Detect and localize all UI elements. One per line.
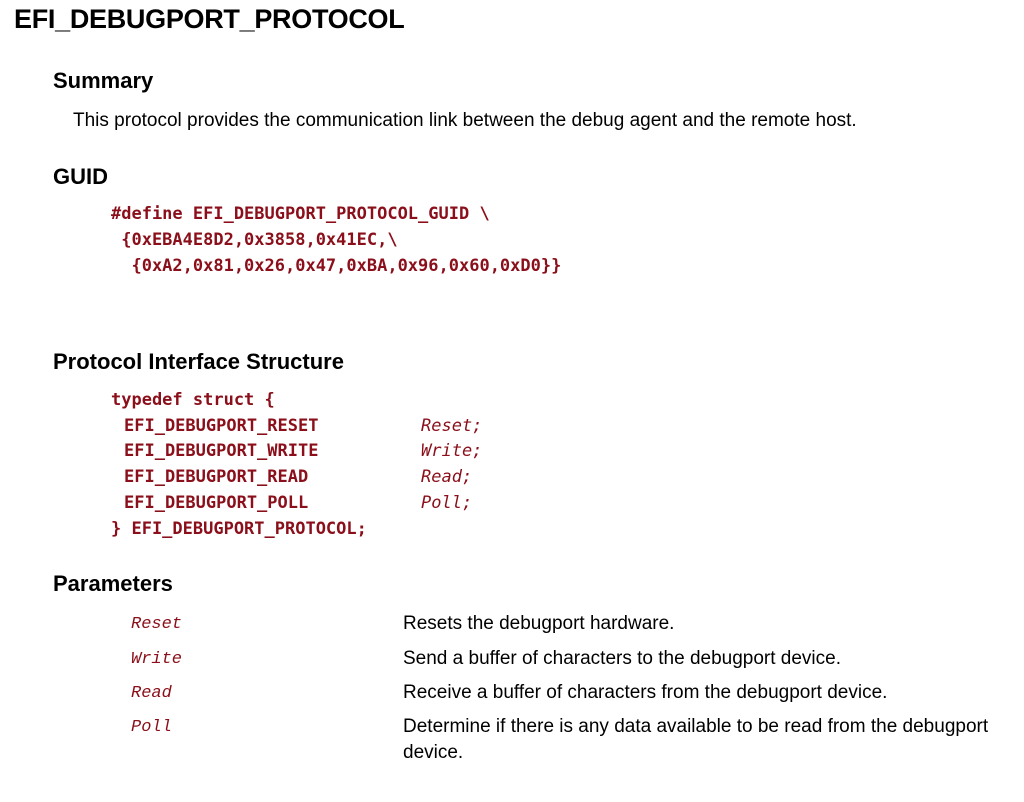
guid-code-line: {0xA2,0x81,0x26,0x47,0xBA,0x96,0x60,0xD0… <box>111 256 562 276</box>
parameter-description: Determine if there is any data available… <box>403 716 989 763</box>
guid-code-line: {0xEBA4E8D2,0x3858,0x41EC,\ <box>111 230 398 250</box>
member-type: EFI_DEBUGPORT_WRITE <box>124 441 319 461</box>
struct-open-line: typedef struct { <box>111 390 275 410</box>
summary-heading: Summary <box>53 68 154 93</box>
parameter-name: Reset <box>131 615 183 634</box>
member-type: EFI_DEBUGPORT_POLL <box>124 493 309 513</box>
page-title: EFI_DEBUGPORT_PROTOCOL <box>14 4 405 34</box>
parameters-heading: Parameters <box>53 571 173 596</box>
parameter-description: Send a buffer of characters to the debug… <box>403 648 841 669</box>
member-type: EFI_DEBUGPORT_RESET <box>124 416 319 436</box>
member-name: Write; <box>421 441 483 461</box>
parameter-name: Write <box>131 650 183 669</box>
member-name: Poll; <box>421 493 473 513</box>
struct-close-line: } EFI_DEBUGPORT_PROTOCOL; <box>111 519 367 539</box>
guid-code-line: #define EFI_DEBUGPORT_PROTOCOL_GUID \ <box>111 204 490 224</box>
summary-text: This protocol provides the communication… <box>73 110 857 131</box>
parameter-description: Receive a buffer of characters from the … <box>403 682 888 703</box>
parameter-name: Poll <box>131 718 172 737</box>
parameter-name: Read <box>131 684 172 703</box>
member-type: EFI_DEBUGPORT_READ <box>124 467 309 487</box>
interface-heading: Protocol Interface Structure <box>53 349 344 374</box>
parameter-description: Resets the debugport hardware. <box>403 613 675 634</box>
member-name: Reset; <box>421 416 483 436</box>
member-name: Read; <box>421 467 473 487</box>
guid-heading: GUID <box>53 164 108 189</box>
